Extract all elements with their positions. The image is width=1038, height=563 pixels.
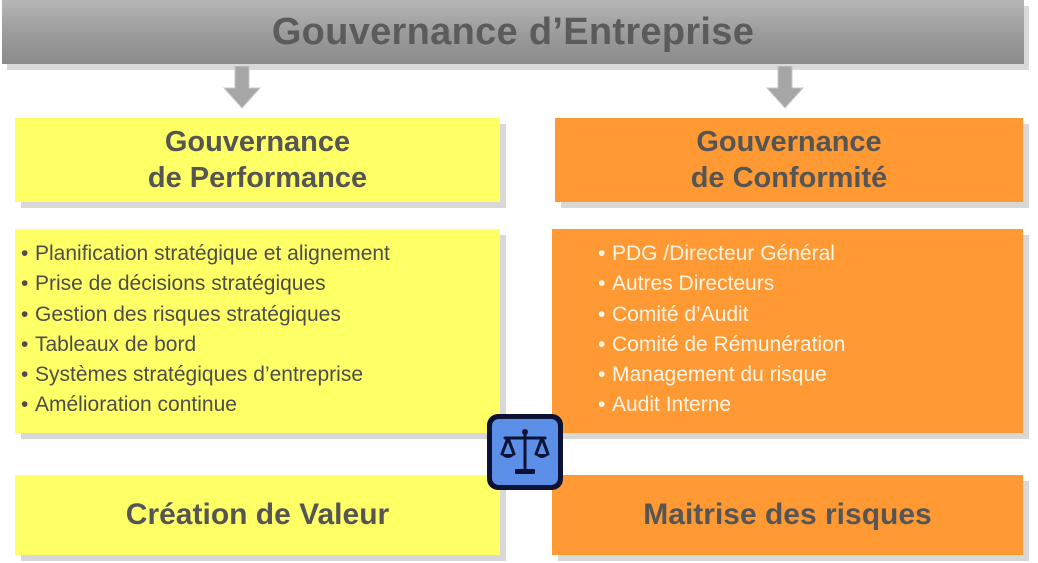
list-item: •Comité de Rémunération <box>598 332 846 356</box>
conformite-heading-line2: de Conformité <box>690 162 888 194</box>
list-item: •Systèmes stratégiques d’entreprise <box>21 363 363 387</box>
conformite-outcome: Maitrise des risques <box>643 498 932 531</box>
performance-heading-box: Gouvernance de Performance <box>15 118 500 202</box>
list-item: •Gestion des risques stratégiques <box>21 302 341 326</box>
performance-list: •Planification stratégique et alignement… <box>21 239 390 421</box>
performance-list-box <box>15 229 500 433</box>
performance-heading: Gouvernance de Performance <box>148 124 367 196</box>
performance-outcome: Création de Valeur <box>125 498 390 531</box>
conformite-heading: Gouvernance de Conformité <box>691 124 888 196</box>
list-item: •Management du risque <box>598 363 827 387</box>
down-arrow-icon <box>765 66 805 109</box>
list-item: •Audit Interne <box>598 393 732 417</box>
conformite-list: •PDG /Directeur Général •Autres Directeu… <box>598 239 845 421</box>
conformite-outcome-box: Maitrise des risques <box>552 475 1023 555</box>
balance-scale-icon <box>487 414 563 490</box>
list-item: •Amélioration continue <box>21 393 237 417</box>
list-item: •Autres Directeurs <box>598 272 775 296</box>
performance-outcome-box: Création de Valeur <box>15 475 500 555</box>
list-item: •Comité d’Audit <box>598 302 749 326</box>
list-item: •PDG /Directeur Général <box>598 242 835 265</box>
conformite-heading-box: Gouvernance de Conformité <box>555 118 1023 202</box>
list-item: •Tableaux de bord <box>21 332 197 356</box>
performance-heading-line1: Gouvernance <box>164 126 351 158</box>
down-arrow-icon <box>222 66 262 109</box>
title-bar: Gouvernance d’Entreprise <box>2 0 1024 64</box>
performance-heading-line2: de Performance <box>147 162 368 194</box>
conformite-heading-line1: Gouvernance <box>696 126 882 158</box>
diagram-title: Gouvernance d’Entreprise <box>271 10 755 53</box>
conformite-list-box <box>552 229 1023 433</box>
list-item: •Prise de décisions stratégiques <box>21 272 326 296</box>
list-item: •Planification stratégique et alignement <box>21 242 390 265</box>
